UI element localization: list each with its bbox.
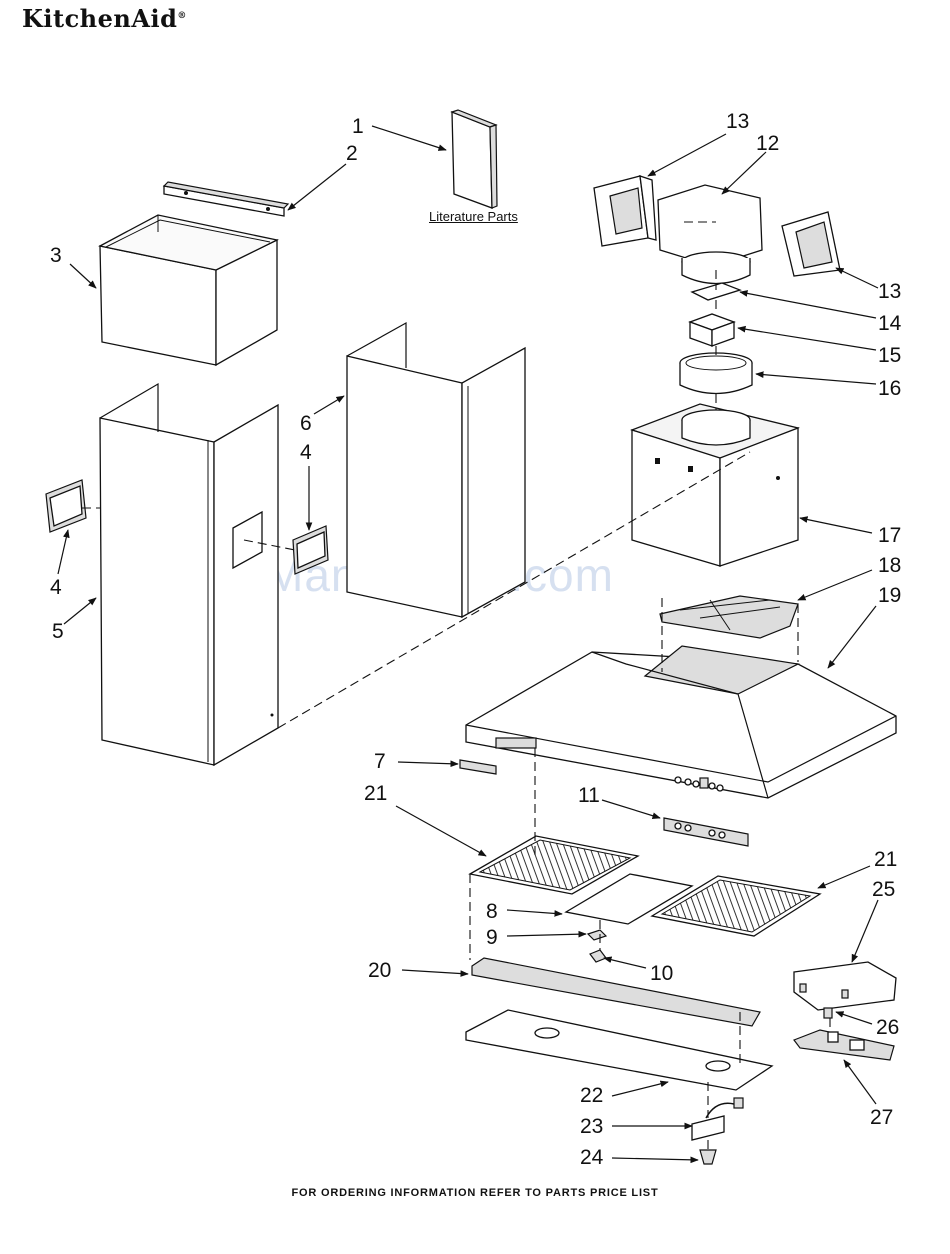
- callout-17: 17: [878, 524, 901, 547]
- callout-4b: 4: [50, 576, 62, 599]
- part-adhesive-pad-right: [293, 526, 328, 574]
- callout-10: 10: [650, 962, 673, 985]
- part-light-lens: [460, 760, 496, 774]
- part-bottom-panel: [466, 1010, 772, 1090]
- part-blower-housing: [632, 404, 798, 566]
- callout-13a: 13: [726, 110, 749, 133]
- callout-9: 9: [486, 926, 498, 949]
- part-lamp-socket: [692, 1098, 743, 1140]
- part-charcoal-filter: [660, 596, 798, 638]
- part-damper-ring: [680, 353, 752, 394]
- callout-14: 14: [878, 312, 902, 335]
- part-terminal-block: [824, 1008, 832, 1018]
- part-lower-duct-cover: [100, 384, 278, 765]
- callout-25: 25: [872, 878, 895, 901]
- callout-22: 22: [580, 1084, 603, 1107]
- part-electronic-box: [794, 962, 896, 1010]
- callout-8: 8: [486, 900, 498, 923]
- callout-16: 16: [878, 377, 901, 400]
- callout-3: 3: [50, 244, 62, 267]
- callout-27: 27: [870, 1106, 893, 1129]
- part-literature-booklet: [452, 110, 497, 208]
- part-canopy-hood: [466, 646, 896, 798]
- callout-1: 1: [352, 115, 364, 138]
- callout-19: 19: [878, 584, 901, 607]
- part-adhesive-pad-left: [46, 480, 86, 532]
- callout-5: 5: [52, 620, 64, 643]
- part-halogen-bulb: [700, 1150, 716, 1164]
- callout-26: 26: [876, 1016, 899, 1039]
- callout-2: 2: [346, 142, 358, 165]
- part-light-bulb: [590, 950, 606, 962]
- callout-21b: 21: [874, 848, 897, 871]
- callout-18: 18: [878, 554, 901, 577]
- callout-11: 11: [578, 784, 600, 807]
- part-control-board: [664, 818, 748, 846]
- part-upper-duct-cover: [100, 215, 277, 365]
- part-bracket: [164, 182, 288, 216]
- callout-15: 15: [878, 344, 901, 367]
- callout-13b: 13: [878, 280, 901, 303]
- part-inner-duct-cover: [347, 323, 525, 617]
- callout-24: 24: [580, 1146, 604, 1169]
- callout-20: 20: [368, 959, 391, 982]
- callout-6: 6: [300, 412, 312, 435]
- part-damper-box: [690, 314, 734, 346]
- callout-21a: 21: [364, 782, 387, 805]
- part-bulb-socket: [588, 930, 606, 940]
- part-duct-transitions: [594, 176, 840, 284]
- callout-4a: 4: [300, 441, 312, 464]
- callout-23: 23: [580, 1115, 603, 1138]
- callout-7: 7: [374, 750, 386, 773]
- callout-12: 12: [756, 132, 779, 155]
